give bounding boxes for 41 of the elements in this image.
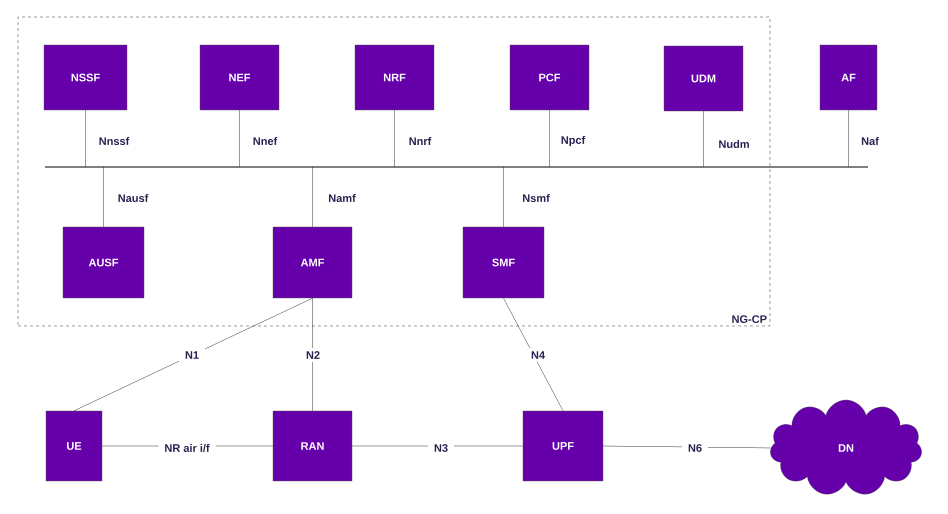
connector-line (74, 298, 313, 411)
function-box: NEF (200, 44, 280, 110)
edge-label: Nnef (254, 136, 278, 146)
function-box: NSSF (44, 44, 128, 110)
connector-line (703, 111, 704, 168)
connector-line (312, 166, 313, 227)
connector-line (848, 110, 849, 168)
connector-line (103, 166, 104, 227)
function-box: NRF (354, 44, 434, 110)
function-box: PCF (510, 44, 590, 110)
function-box: AMF (272, 226, 352, 298)
function-box: SMF (462, 226, 544, 298)
edge-label: N1 (178, 348, 206, 362)
edge-label: Nnssf (99, 136, 130, 146)
edge-label: NR air i/f (158, 440, 216, 456)
edge-label: N2 (300, 348, 326, 362)
edge-label: Npcf (562, 136, 586, 146)
connector-line (394, 110, 395, 168)
edge-label: Nudm (719, 140, 749, 148)
function-box: RAN (272, 410, 352, 482)
function-box: UDM (664, 46, 744, 112)
edge-label: Naf (862, 136, 879, 146)
function-box: AUSF (62, 226, 144, 298)
edge-label: Namf (329, 194, 356, 202)
connector-line (85, 110, 86, 168)
function-box: UPF (522, 410, 604, 482)
connector-line (312, 298, 313, 411)
edge-label: Nsmf (523, 194, 550, 202)
edge-label: N3 (428, 441, 454, 455)
edge-label: N4 (524, 348, 552, 362)
connector-line (503, 298, 564, 411)
connector-line (549, 110, 550, 168)
network-cloud: DN (770, 400, 922, 494)
connector-line (239, 110, 240, 168)
function-box: AF (820, 44, 878, 110)
bus-line (45, 166, 868, 168)
edge-label: Nausf (118, 194, 148, 202)
edge-label: Nnrf (409, 137, 432, 145)
edge-label: N6 (682, 441, 708, 455)
function-box: UE (46, 410, 102, 482)
connector-line (503, 166, 504, 227)
